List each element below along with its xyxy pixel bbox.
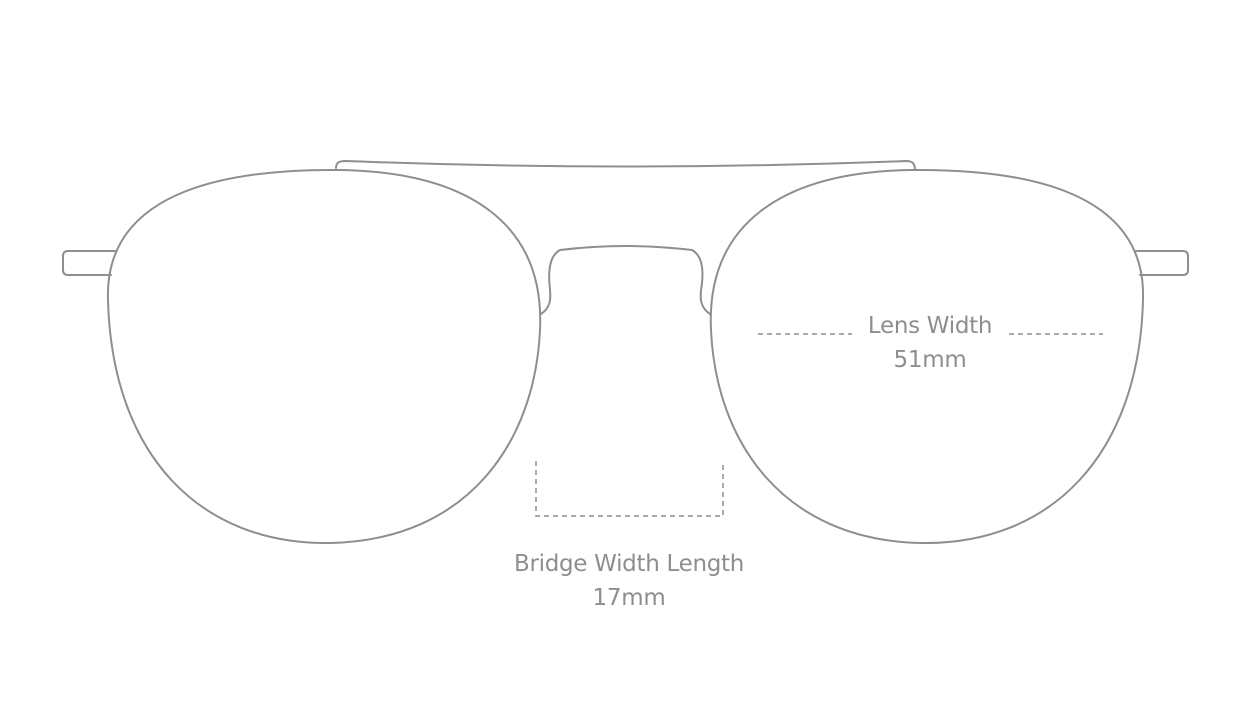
bridge-width-bracket <box>535 461 724 517</box>
right-lens <box>709 168 1145 545</box>
bridge-width-value: 17mm <box>592 585 666 611</box>
lens-width-label: Lens Width <box>867 313 993 339</box>
right-temple-arm <box>1135 250 1189 276</box>
top-brow-bar <box>335 160 916 171</box>
lens-width-value: 51mm <box>893 347 967 373</box>
nose-bridge <box>540 245 711 315</box>
bridge-width-label: Bridge Width Length <box>513 551 745 577</box>
left-lens <box>106 168 542 545</box>
left-temple-arm <box>62 250 116 276</box>
